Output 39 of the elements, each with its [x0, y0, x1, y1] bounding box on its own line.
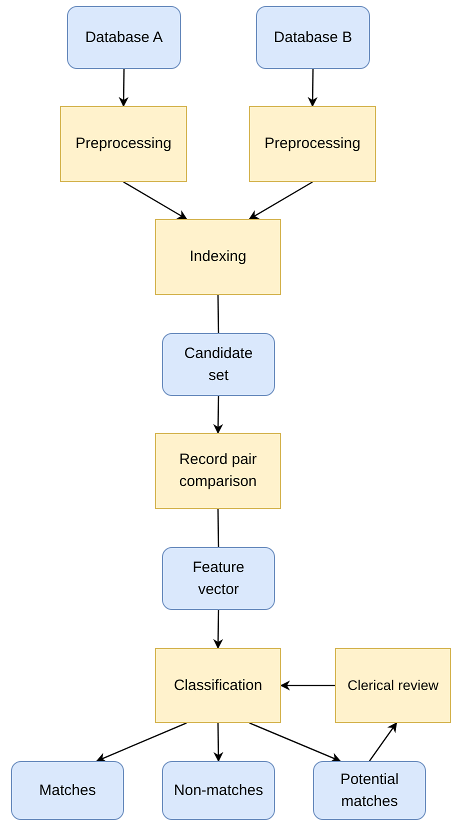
box-label: Classification	[174, 676, 262, 696]
arrow	[249, 722, 342, 762]
process-box	[155, 433, 281, 509]
arrow	[213, 723, 224, 762]
process-box	[155, 648, 281, 723]
box-label: Non-matches	[174, 780, 264, 801]
box-label: Candidate set	[183, 344, 254, 386]
data-box	[256, 6, 370, 69]
data-box	[313, 761, 426, 820]
box-label: Feature vector	[192, 558, 246, 600]
process-box	[335, 648, 451, 723]
connector-line	[217, 295, 220, 333]
arrow	[248, 181, 313, 220]
arrow	[213, 610, 224, 649]
data-box	[162, 333, 275, 396]
arrow	[96, 722, 187, 762]
process-box	[155, 219, 281, 295]
box-label: Matches	[39, 780, 96, 801]
process-box	[249, 106, 376, 182]
data-box	[11, 761, 124, 820]
arrow	[118, 69, 129, 107]
box-label: Record pair comparison	[178, 450, 258, 492]
arrow	[368, 722, 398, 762]
data-box	[67, 6, 181, 69]
box-label: Preprocessing	[264, 134, 360, 154]
box-label: Clerical review	[347, 676, 439, 696]
box-label: Preprocessing	[76, 134, 172, 154]
box-label: Indexing	[190, 247, 246, 268]
arrow	[123, 181, 188, 220]
box-label: Database B	[274, 28, 352, 48]
box-label: Potential matches	[339, 770, 400, 812]
arrow	[280, 680, 335, 690]
data-box	[162, 761, 275, 820]
box-label: Database A	[85, 28, 163, 48]
arrow	[213, 396, 224, 434]
data-box	[162, 547, 275, 610]
connector-line	[217, 509, 220, 547]
arrow	[308, 69, 318, 107]
process-box	[60, 106, 187, 182]
